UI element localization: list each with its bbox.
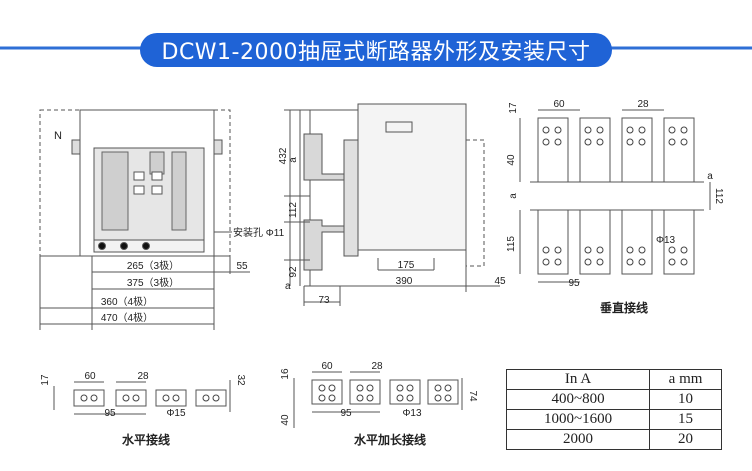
- horizontal-wiring-label: 水平接线: [122, 432, 170, 447]
- vw-a-top: a: [707, 171, 713, 182]
- vw-dim-17: 17: [508, 102, 519, 114]
- vw-a-left: a: [508, 193, 519, 199]
- horizontal-extended-wiring-view: [293, 371, 463, 428]
- side-view: [284, 103, 500, 306]
- hw-dim-28: 28: [137, 371, 149, 382]
- hw-dim-17: 17: [40, 374, 51, 386]
- table-row: 2000 20: [505, 429, 722, 450]
- spec-header-in: In A: [505, 369, 651, 390]
- hew-dim-28: 28: [371, 361, 383, 372]
- table-row: 400~800 10: [505, 389, 722, 410]
- hew-phi13: Φ13: [402, 408, 422, 419]
- dim-375: 375（3极）: [127, 276, 179, 289]
- dim-265: 265（3极）: [127, 259, 179, 272]
- vw-phi13: Φ13: [656, 235, 676, 246]
- spec-cell: 20: [649, 429, 722, 450]
- title-banner: [0, 33, 752, 67]
- hew-dim-16: 16: [280, 368, 291, 380]
- hw-dim-95: 95: [104, 408, 116, 419]
- front-view: [39, 109, 250, 330]
- hew-dim-40: 40: [280, 414, 291, 426]
- hew-dim-95: 95: [340, 408, 352, 419]
- hw-phi15: Φ15: [166, 408, 186, 419]
- vw-dim-112: 112: [713, 188, 724, 204]
- vw-dim-95: 95: [568, 278, 580, 289]
- spec-table: In A a mm 400~800 10 1000~1600 15 2000 2…: [505, 369, 722, 450]
- vw-dim-28: 28: [637, 99, 649, 110]
- dim-112: 112: [288, 202, 299, 218]
- vertical-wiring-view: [519, 109, 711, 283]
- hw-dim-32: 32: [235, 374, 246, 386]
- dim-73: 73: [318, 295, 330, 306]
- vertical-wiring-label: 垂直接线: [600, 300, 648, 315]
- page-title: DCW1-2000抽屉式断路器外形及安装尺寸: [161, 40, 591, 65]
- mount-hole-label: 安装孔 Φ11: [233, 226, 285, 239]
- spec-cell: 2000: [505, 429, 651, 450]
- spec-cell: 10: [649, 389, 722, 410]
- spec-table-header: In A a mm: [505, 369, 722, 390]
- dim-55: 55: [236, 261, 248, 272]
- dim-45: 45: [494, 276, 506, 287]
- vw-dim-60: 60: [553, 99, 565, 110]
- spec-cell: 1000~1600: [505, 409, 651, 430]
- vw-dim-115: 115: [506, 236, 517, 252]
- hw-dim-60: 60: [84, 371, 96, 382]
- spec-cell: 15: [649, 409, 722, 430]
- spec-header-a: a mm: [649, 369, 722, 390]
- horizontal-extended-wiring-label: 水平加长接线: [354, 432, 426, 447]
- front-view-n-marker: N: [54, 130, 62, 142]
- dim-432: 432: [278, 147, 289, 164]
- hew-dim-74: 74: [467, 390, 478, 402]
- spec-cell: 400~800: [505, 389, 651, 410]
- dim-390: 390: [396, 276, 413, 287]
- dim-92: 92: [288, 266, 299, 278]
- hew-dim-60: 60: [321, 361, 333, 372]
- horizontal-wiring-view: [53, 380, 231, 415]
- vw-dim-40: 40: [506, 154, 517, 166]
- dim-470: 470（4极）: [101, 311, 153, 324]
- dim-175: 175: [398, 260, 415, 271]
- dim-360: 360（4极）: [101, 295, 153, 308]
- table-row: 1000~1600 15: [505, 409, 722, 430]
- side-a-label: a: [288, 157, 299, 163]
- side-bottom-a-label: a: [285, 281, 291, 292]
